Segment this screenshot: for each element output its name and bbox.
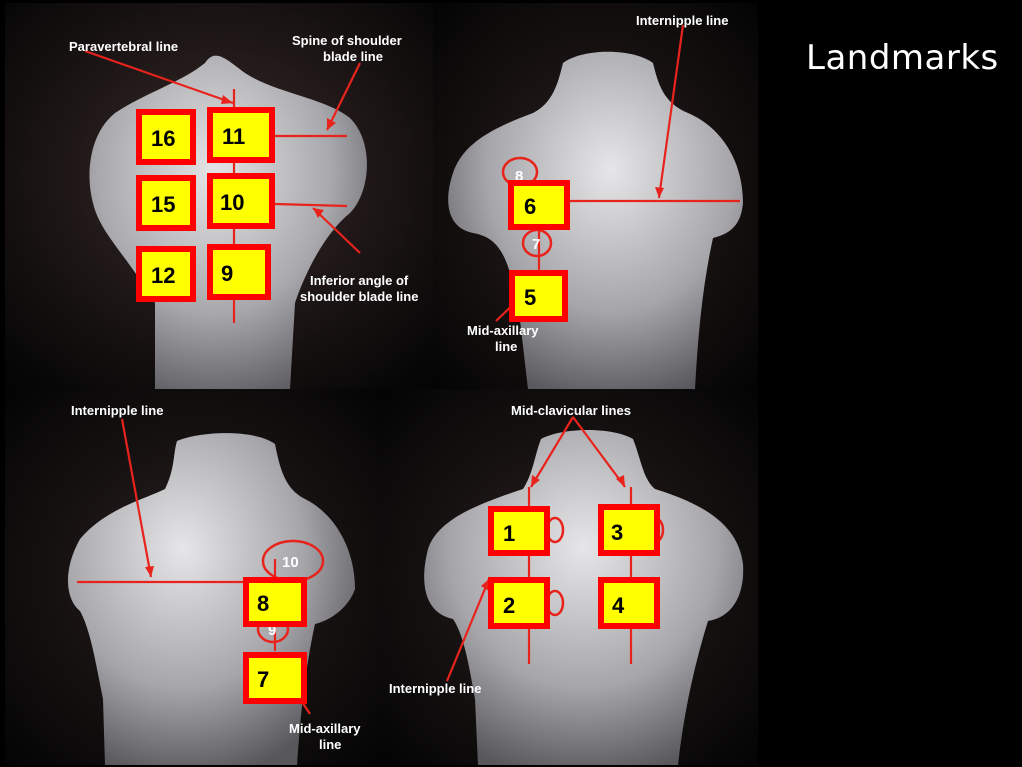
ring-number-10: 10: [282, 554, 299, 571]
label-paravertebral-line: Paravertebral line: [69, 39, 178, 54]
svg-text:3: 3: [611, 520, 623, 545]
svg-text:6: 6: [524, 194, 536, 219]
label-internipple-line-right: Internipple line: [636, 13, 728, 28]
landmark-box-3: 3: [601, 507, 657, 553]
svg-text:9: 9: [221, 261, 233, 286]
svg-text:7: 7: [257, 667, 269, 692]
label-mid-axillary-line-right-2: line: [495, 339, 517, 354]
svg-text:16: 16: [151, 126, 175, 151]
landmark-box-6: 6: [511, 183, 567, 227]
label-mid-clavicular-lines: Mid-clavicular lines: [511, 403, 631, 418]
landmark-box-10: 10: [210, 176, 272, 226]
panel-left-side-view: 10 9 Internipple line Mid-axillary line …: [5, 389, 383, 765]
landmark-box-9: 9: [210, 247, 268, 297]
label-mid-axillary-line-right-1: Mid-axillary: [467, 323, 539, 338]
landmark-box-11: 11: [210, 110, 272, 160]
svg-text:5: 5: [524, 285, 536, 310]
label-inferior-angle-line-2: shoulder blade line: [300, 289, 418, 304]
svg-text:10: 10: [220, 190, 244, 215]
svg-text:11: 11: [222, 124, 245, 149]
landmark-box-1: 1: [491, 509, 547, 553]
landmark-box-5: 5: [512, 273, 565, 319]
svg-text:4: 4: [612, 593, 625, 618]
svg-text:2: 2: [503, 593, 515, 618]
slide-title: Landmarks: [806, 38, 999, 78]
landmark-box-12: 12: [139, 249, 193, 299]
label-inferior-angle-line-1: Inferior angle of: [310, 273, 409, 288]
landmark-box-15: 15: [139, 178, 193, 228]
front-view-diagram: Mid-clavicular lines Internipple line 1 …: [383, 389, 758, 765]
svg-text:12: 12: [151, 263, 175, 288]
svg-text:1: 1: [503, 521, 515, 546]
ring-number-7: 7: [532, 236, 540, 253]
label-internipple-line-front: Internipple line: [389, 681, 481, 696]
label-spine-of-shoulder-blade-line-2: blade line: [323, 49, 383, 64]
panel-right-side-view: 8 7 Internipple line Mid-axillary line 6…: [433, 3, 758, 389]
landmark-box-16: 16: [139, 112, 193, 162]
back-view-diagram: Paravertebral line Spine of shoulder bla…: [5, 3, 433, 389]
label-mid-axillary-line-left-1: Mid-axillary: [289, 721, 361, 736]
panel-front-view: Mid-clavicular lines Internipple line 1 …: [383, 389, 758, 765]
label-mid-axillary-line-left-2: line: [319, 737, 341, 752]
svg-text:15: 15: [151, 192, 175, 217]
left-side-diagram: 10 9 Internipple line Mid-axillary line …: [5, 389, 383, 765]
landmark-box-2: 2: [491, 580, 547, 626]
landmark-box-8: 8: [246, 580, 304, 624]
svg-text:8: 8: [257, 591, 269, 616]
label-spine-of-shoulder-blade-line-1: Spine of shoulder: [292, 33, 402, 48]
landmark-box-7: 7: [246, 655, 304, 701]
landmark-box-4: 4: [601, 580, 657, 626]
label-internipple-line-left: Internipple line: [71, 403, 163, 418]
right-side-diagram: 8 7 Internipple line Mid-axillary line 6…: [433, 3, 758, 389]
panel-back-view: Paravertebral line Spine of shoulder bla…: [5, 3, 433, 389]
